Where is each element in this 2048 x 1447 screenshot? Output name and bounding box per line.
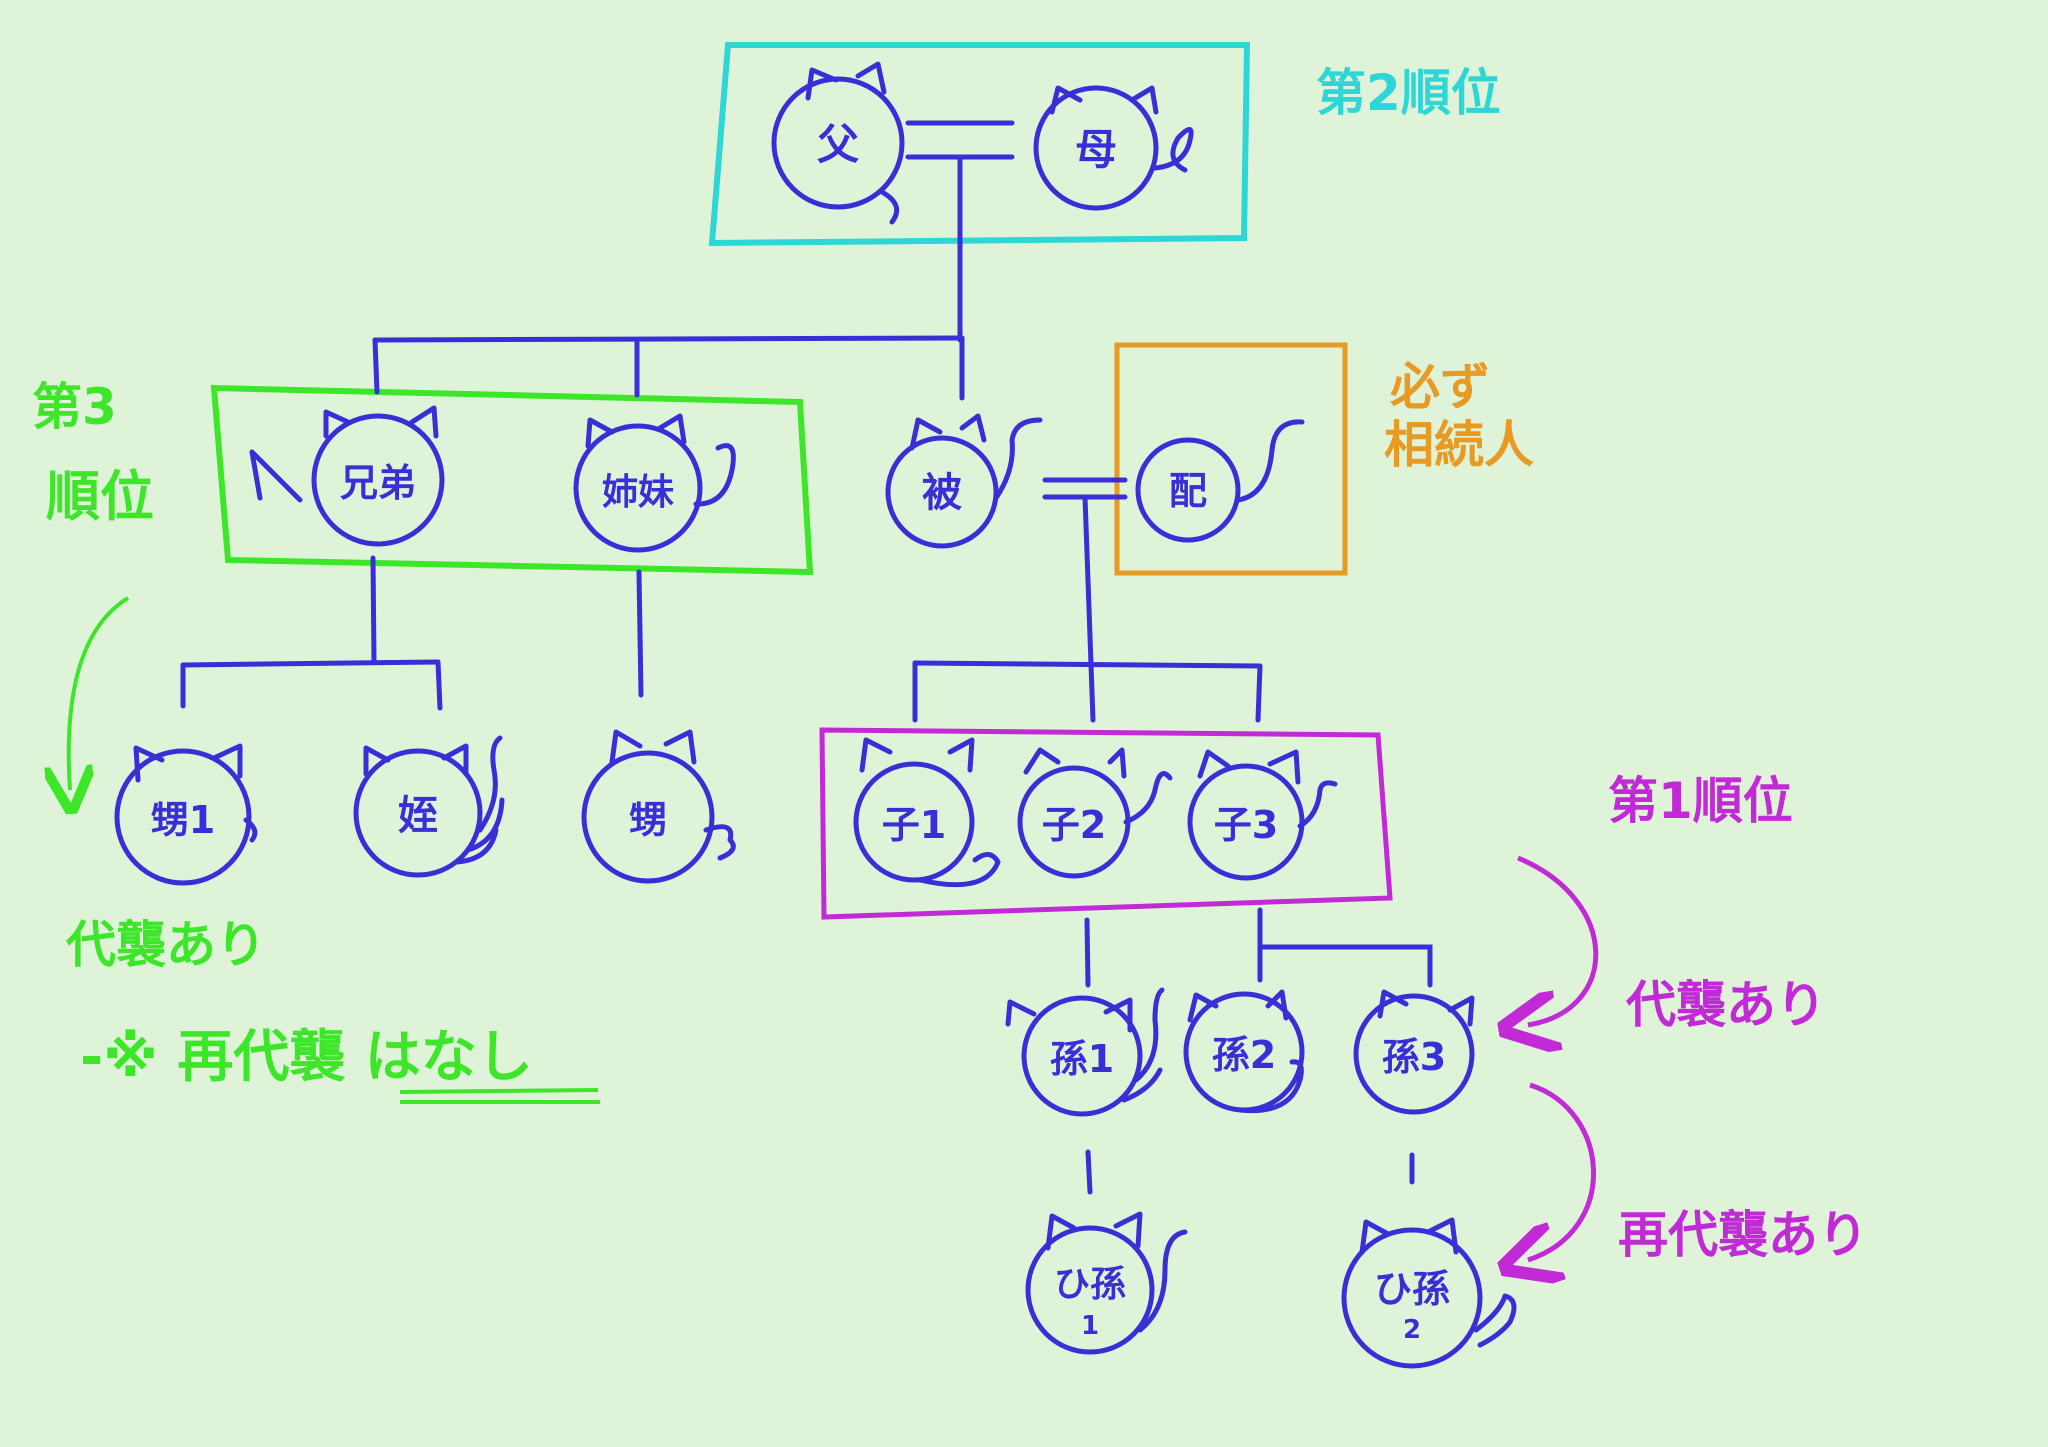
- decedent-cat: 被: [885, 413, 1043, 549]
- grandchild2-label: 孫2: [1212, 1033, 1276, 1077]
- spouse-note-line1: 必ず: [1390, 358, 1490, 416]
- grandchild2-cat: 孫2: [1183, 989, 1305, 1114]
- child1-cat: 子1: [853, 737, 1001, 888]
- child1-label: 子1: [882, 803, 946, 847]
- great-grandchild1-label: ひ孫: [1054, 1264, 1126, 1305]
- connector-lines: [180, 120, 1433, 1195]
- decedent-label: 被: [922, 470, 962, 516]
- great-grandchild2-label: ひ孫: [1374, 1267, 1450, 1311]
- third-rank-succession-note: 代襲あり: [66, 916, 266, 974]
- no-re-succession-note: -※ 再代襲 はなし: [80, 1030, 533, 1086]
- child2-label: 子2: [1042, 803, 1106, 847]
- grandchild3-label: 孫3: [1382, 1035, 1446, 1079]
- third-rank-label-line2: 順位: [46, 465, 154, 528]
- note-prefix: -※: [80, 1025, 158, 1090]
- first-rank-re-succession-note: 再代襲あり: [1618, 1206, 1868, 1264]
- no-re-succession-underline: [399, 1088, 600, 1104]
- note-none: はなし: [364, 1025, 533, 1090]
- mother-label: 母: [1075, 125, 1117, 174]
- second-rank-label: 第2順位: [1316, 64, 1501, 122]
- first-rank-label: 第1順位: [1608, 772, 1793, 830]
- nephew2-cat: 甥: [581, 729, 736, 884]
- spouse-box: [1114, 342, 1348, 576]
- brother-cat: 兄弟: [249, 405, 445, 547]
- niece-cat: 姪: [353, 735, 505, 878]
- first-rank-box: [819, 727, 1393, 920]
- nephew1-label: 甥1: [151, 798, 215, 842]
- brother-label: 兄弟: [340, 461, 416, 505]
- note-re-succession: 再代襲: [177, 1025, 346, 1090]
- spouse-cat: 配: [1135, 419, 1305, 543]
- child3-label: 子3: [1214, 803, 1278, 847]
- great-grandchild2-number: 2: [1403, 1315, 1421, 1345]
- sister-cat: 姉妹: [573, 413, 736, 553]
- first-rank-succession-arrow: [1518, 855, 1599, 1025]
- great-grandchild2-cat: ひ孫 2: [1341, 1217, 1517, 1369]
- grandchild1-label: 孫1: [1050, 1037, 1114, 1081]
- mother-cat: 母: [1033, 85, 1194, 211]
- second-rank-box: [708, 42, 1251, 247]
- father-cat: 父: [771, 61, 905, 225]
- first-rank-succession-note: 代襲あり: [1626, 976, 1826, 1034]
- grandchild1-cat: 孫1: [1005, 987, 1165, 1117]
- child3-cat: 子3: [1187, 749, 1338, 881]
- third-rank-box: [210, 384, 814, 576]
- great-grandchild1-cat: ひ孫 1: [1025, 1211, 1188, 1355]
- third-rank-label-line1: 第3: [32, 378, 117, 436]
- niece-label: 姪: [398, 793, 438, 839]
- third-rank-succession-arrow: [69, 596, 130, 790]
- great-grandchild1-number: 1: [1081, 1311, 1099, 1341]
- grandchild3-cat: 孫3: [1353, 989, 1475, 1115]
- father-label: 父: [817, 120, 859, 169]
- first-rank-re-succession-arrow: [1528, 1082, 1596, 1260]
- child2-cat: 子2: [1017, 747, 1173, 879]
- spouse-note-line2: 相続人: [1384, 416, 1534, 474]
- nephew2-label: 甥: [629, 798, 667, 842]
- nephew1-cat: 甥1: [114, 743, 258, 886]
- sister-label: 姉妹: [602, 472, 674, 513]
- spouse-label: 配: [1169, 469, 1207, 513]
